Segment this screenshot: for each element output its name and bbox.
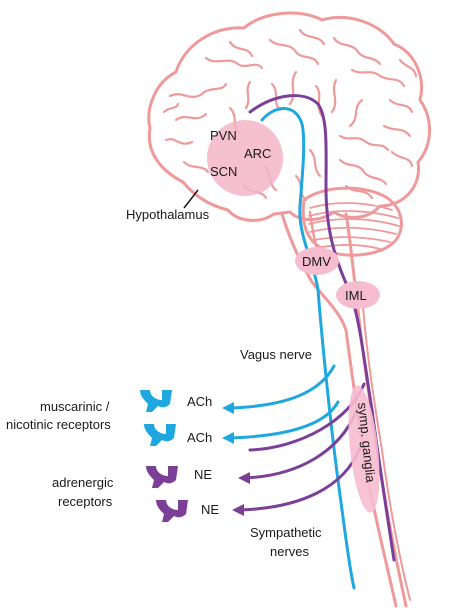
label-arc: ARC (244, 146, 271, 161)
label-ach-2: ACh (187, 430, 212, 445)
label-ne-2: NE (201, 502, 219, 517)
label-sympathetic-1: Sympathetic (250, 525, 322, 540)
brain (149, 13, 430, 220)
dmv-node: DMV (295, 247, 339, 275)
receptor-cup-icon-cholinergic-2 (144, 424, 176, 446)
cerebellum (303, 188, 401, 255)
label-vagus-nerve: Vagus nerve (240, 347, 312, 362)
vagus-branch-1 (230, 366, 334, 408)
iml-node: IML (336, 281, 380, 309)
receptor-cup-icon-adrenergic-2 (156, 500, 188, 522)
label-ne-1: NE (194, 467, 212, 482)
label-scn: SCN (210, 164, 237, 179)
label-dmv: DMV (302, 254, 331, 269)
cerebellum-folia (309, 203, 399, 249)
receptor-cup-icon-adrenergic-1 (146, 466, 178, 488)
label-pvn: PVN (210, 128, 237, 143)
symp-branch-1 (250, 384, 364, 450)
label-iml: IML (345, 288, 367, 303)
arrowhead-ne-1 (238, 472, 250, 484)
label-muscarinic-2: nicotinic receptors (6, 417, 111, 432)
hypothalamus-pointer (184, 190, 198, 208)
label-adrenergic-2: receptors (58, 494, 113, 509)
receptor-cup-icon-cholinergic-1 (140, 390, 172, 412)
symp-branch-2 (244, 412, 356, 478)
label-hypothalamus: Hypothalamus (126, 207, 210, 222)
label-sympathetic-2: nerves (270, 544, 310, 559)
arrowhead-ne-2 (232, 504, 244, 516)
label-ach-1: ACh (187, 394, 212, 409)
label-adrenergic-1: adrenergic (52, 475, 114, 490)
label-muscarinic-1: muscarinic / (40, 399, 110, 414)
gyri (164, 30, 416, 200)
arrowhead-ach-2 (222, 432, 234, 444)
arrowhead-ach-1 (222, 402, 234, 414)
